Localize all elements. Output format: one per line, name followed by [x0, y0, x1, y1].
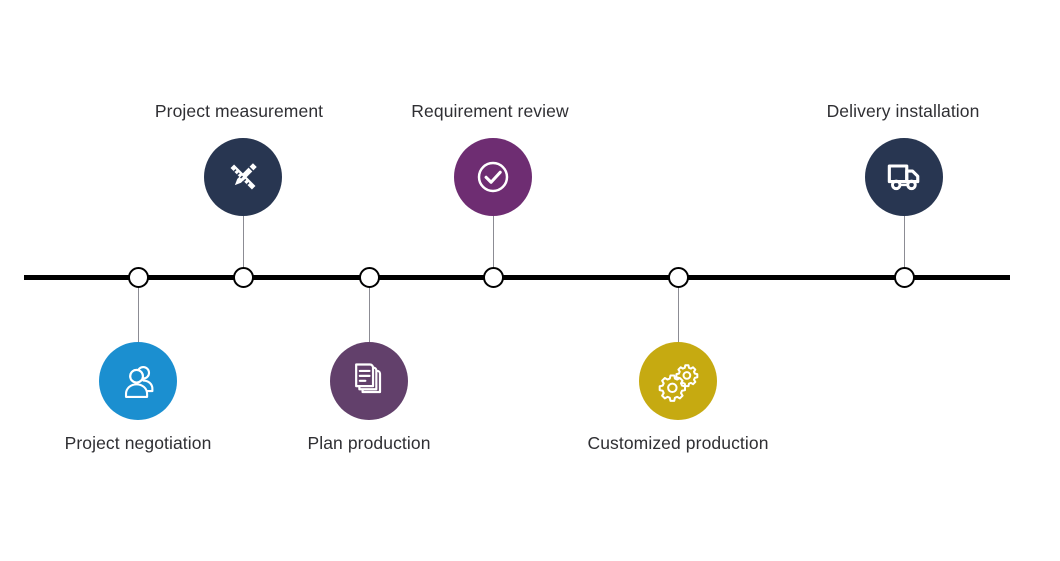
pencil-ruler-icon — [220, 154, 266, 200]
timeline-axis — [24, 275, 1010, 280]
step-label-delivery-installation: Delivery installation — [826, 101, 980, 121]
icon-bubble-project-measurement[interactable] — [204, 138, 282, 216]
connector-stem-customized-production — [678, 282, 679, 344]
documents-stack-icon — [347, 359, 391, 403]
timeline-node-delivery-installation[interactable] — [893, 267, 915, 288]
connector-stem-requirement-review — [493, 214, 494, 274]
check-circle-icon — [470, 154, 516, 200]
icon-bubble-delivery-installation[interactable] — [865, 138, 943, 216]
timeline-node-requirement-review[interactable] — [482, 267, 504, 288]
gears-icon — [655, 358, 701, 404]
icon-bubble-plan-production[interactable] — [330, 342, 408, 420]
icon-bubble-customized-production[interactable] — [639, 342, 717, 420]
icon-bubble-project-negotiation[interactable] — [99, 342, 177, 420]
connector-stem-project-measurement — [243, 214, 244, 274]
people-group-icon — [115, 358, 161, 404]
step-label-customized-production: Customized production — [587, 433, 769, 453]
step-label-plan-production: Plan production — [307, 433, 431, 453]
step-label-project-measurement: Project measurement — [154, 101, 324, 121]
icon-bubble-requirement-review[interactable] — [454, 138, 532, 216]
connector-stem-delivery-installation — [904, 214, 905, 274]
timeline-node-plan-production[interactable] — [358, 267, 380, 288]
timeline-node-project-negotiation[interactable] — [127, 267, 149, 288]
step-label-requirement-review: Requirement review — [411, 101, 569, 121]
timeline-node-customized-production[interactable] — [667, 267, 689, 288]
step-label-project-negotiation: Project negotiation — [64, 433, 212, 453]
delivery-truck-icon — [882, 155, 926, 199]
connector-stem-plan-production — [369, 282, 370, 344]
timeline-node-project-measurement[interactable] — [232, 267, 254, 288]
connector-stem-project-negotiation — [138, 282, 139, 344]
